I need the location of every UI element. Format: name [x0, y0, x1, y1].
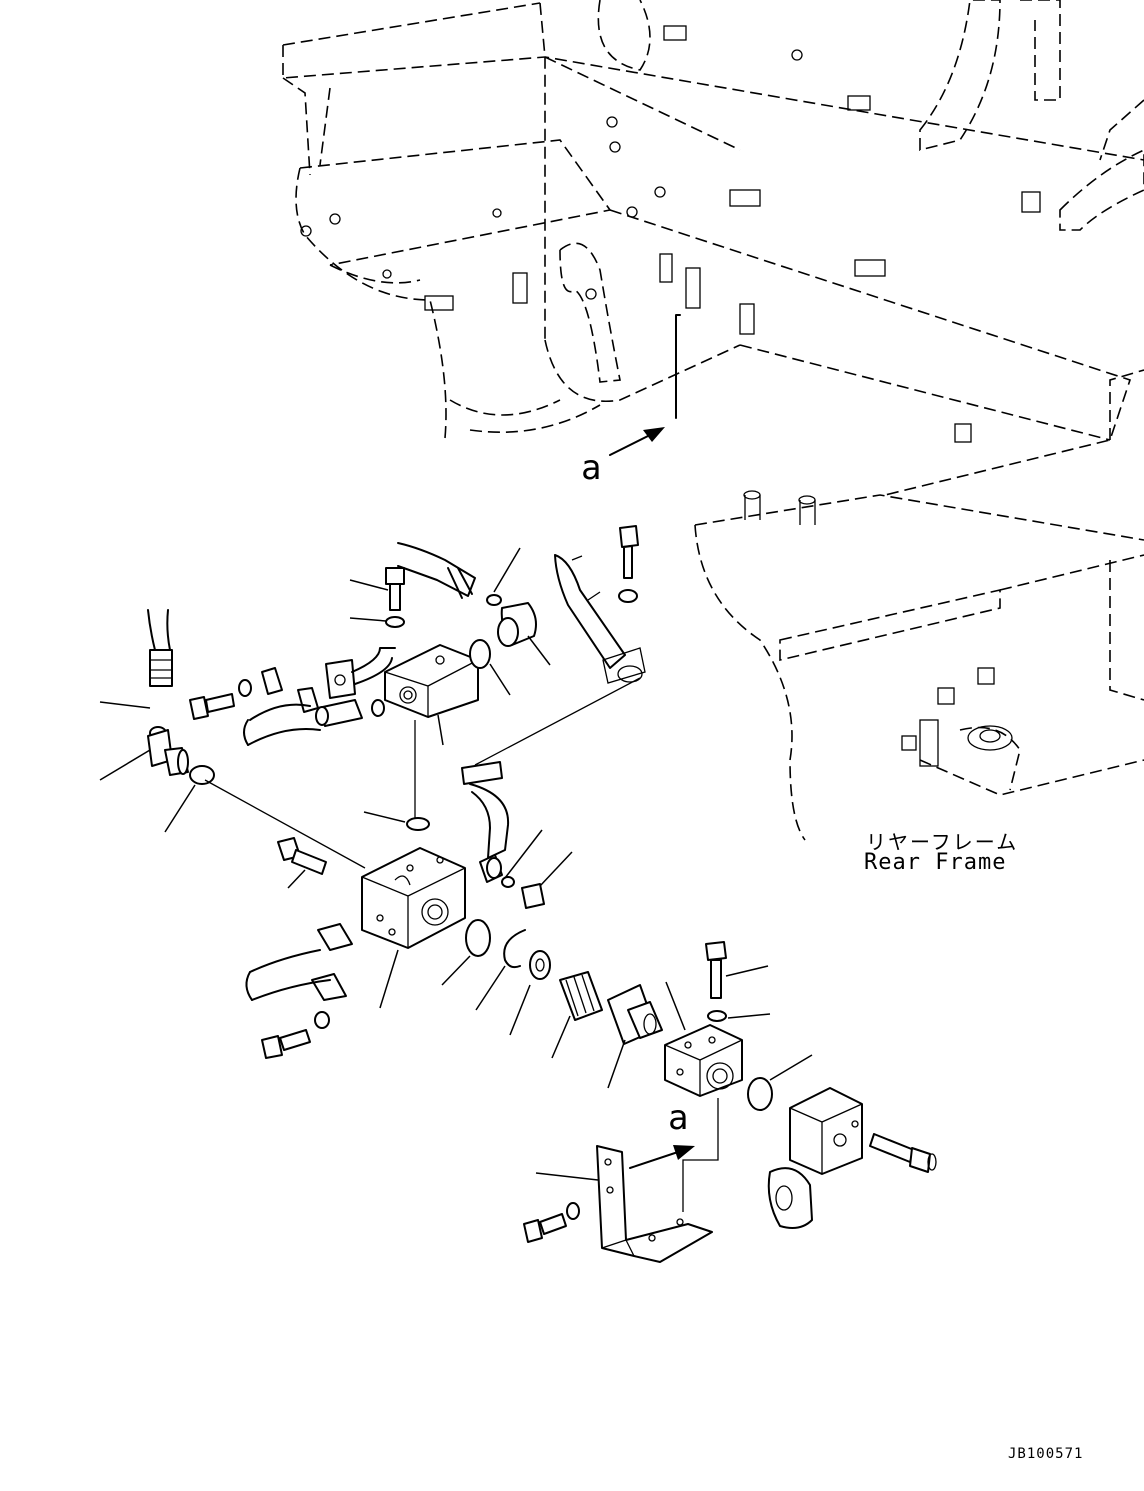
- bracket-assembly: [523, 1145, 713, 1263]
- rear-frame: [694, 490, 1144, 841]
- view-arrow-top: [609, 314, 681, 456]
- drawing-code: JB100571: [1008, 1446, 1084, 1462]
- upper-valve-assembly: [99, 525, 646, 869]
- view-label-bottom: a: [668, 1098, 689, 1138]
- frame-label-jp: リヤーフレーム: [866, 830, 1019, 854]
- lower-block-assembly: [664, 941, 813, 1212]
- upper-frame: [282, 0, 1144, 496]
- side-block: [767, 1087, 937, 1229]
- frame-label-en: Rear Frame: [864, 850, 1007, 875]
- view-label-top: a: [581, 448, 602, 488]
- view-arrow-bottom: [629, 1145, 695, 1169]
- center-manifold: [245, 761, 663, 1089]
